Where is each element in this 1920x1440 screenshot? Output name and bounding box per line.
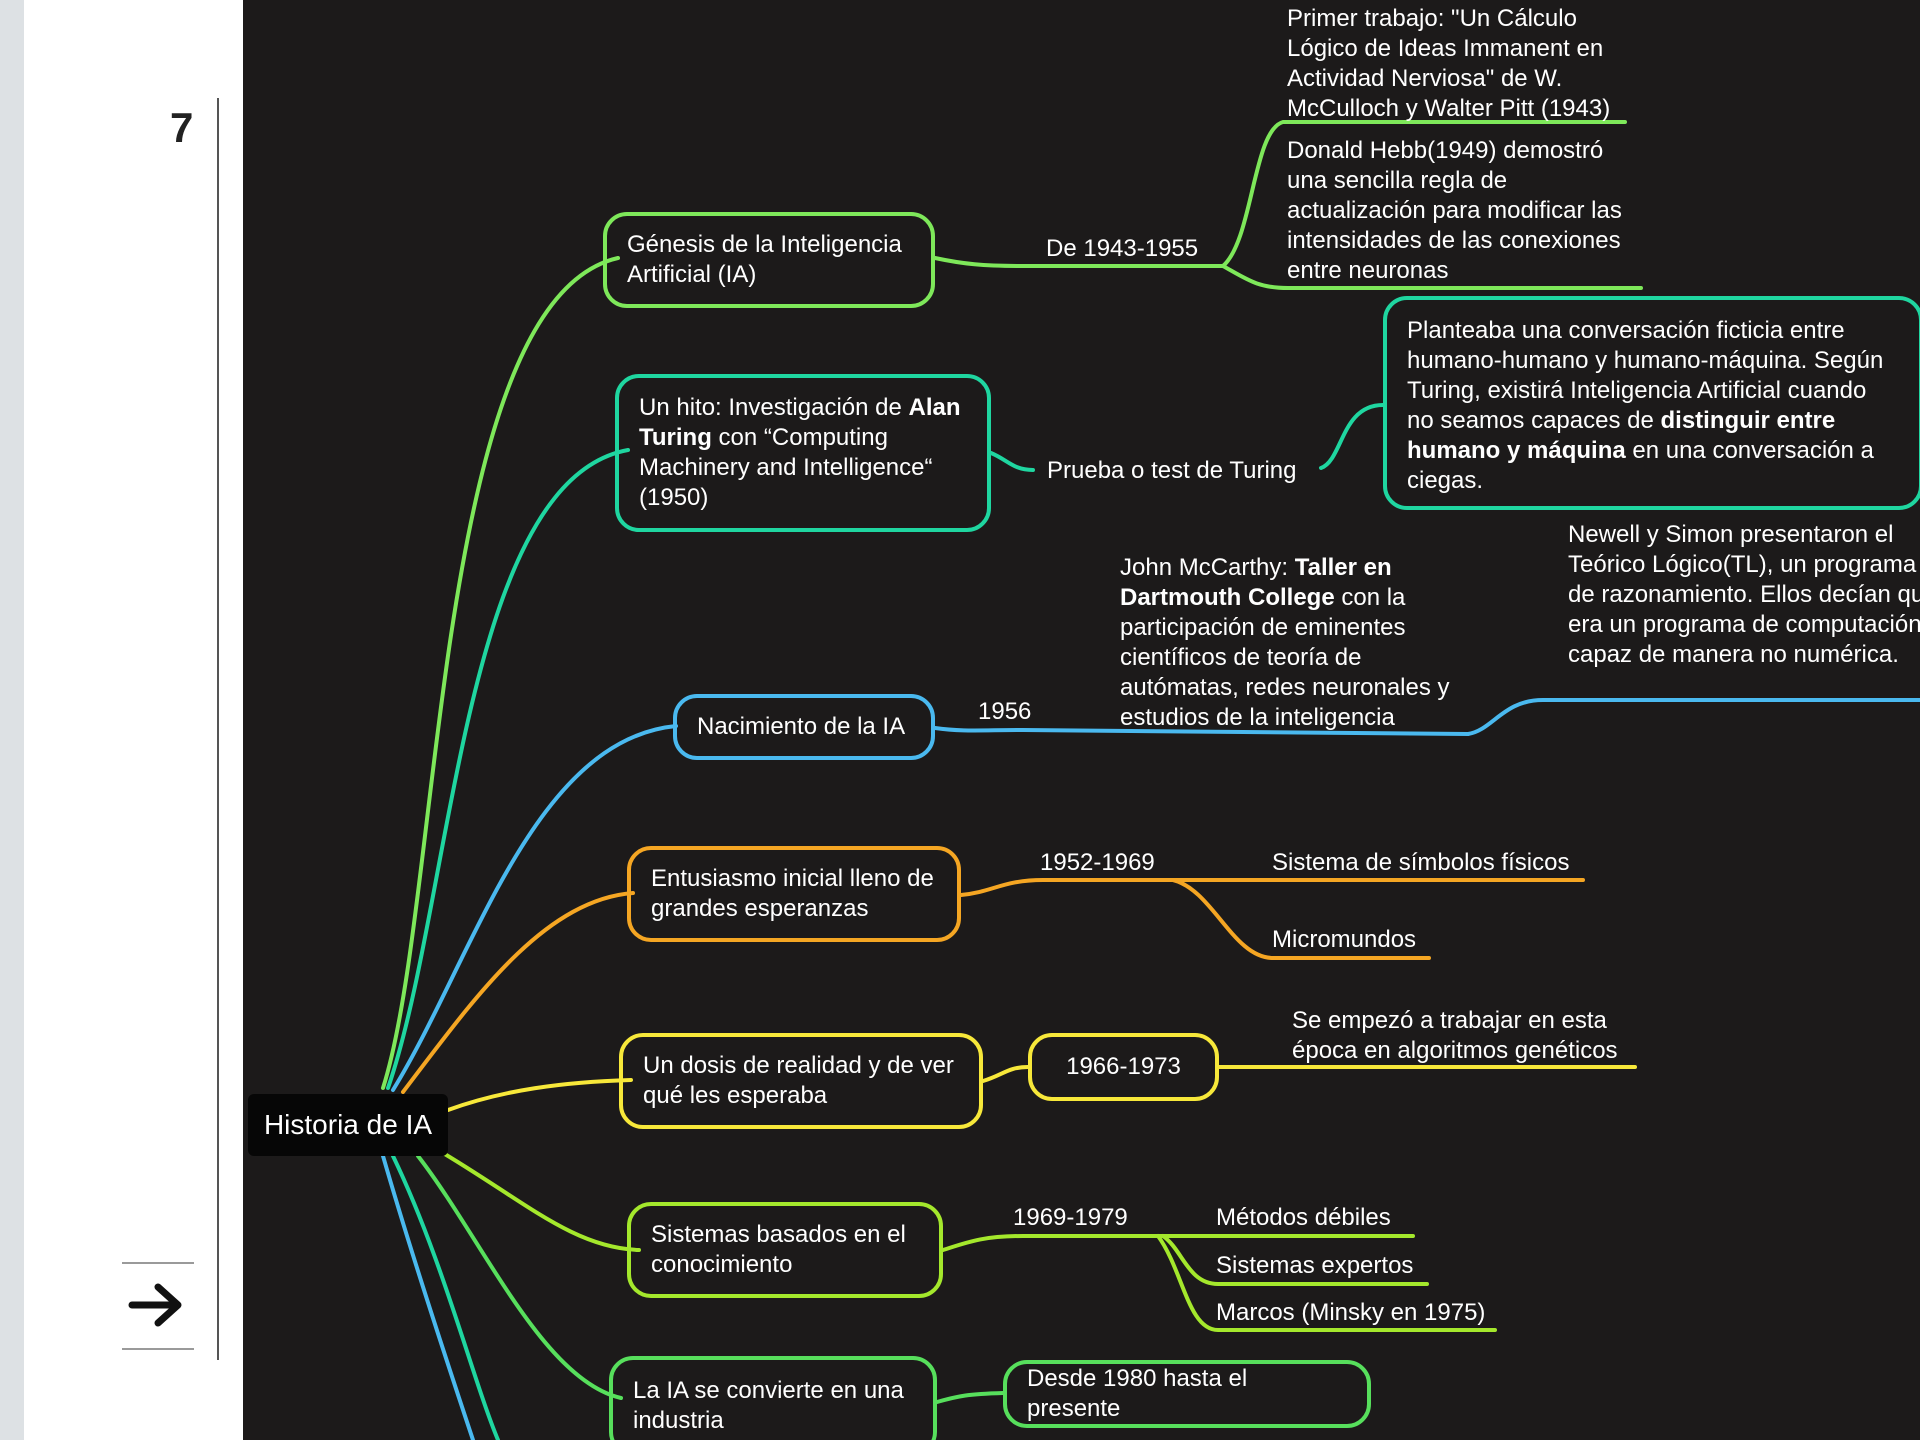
connector-root-entusiasmo (401, 891, 635, 1094)
node-conocimiento[interactable]: Sistemas basados en el conocimiento (627, 1202, 943, 1298)
turing-leaf-text: Planteaba una conversación ficticia entr… (1407, 316, 1899, 496)
turing-label-prefix: Un hito: Investigación de (639, 394, 909, 421)
node-industria-period[interactable]: Desde 1980 hasta el presente (1003, 1360, 1371, 1428)
node-genesis-label: Génesis de la Inteligencia Artificial (I… (627, 231, 902, 288)
node-turing-label: Un hito: Investigación de Alan Turing co… (639, 393, 967, 513)
turing-label-bold2: Turing (639, 424, 712, 451)
node-turing[interactable]: Un hito: Investigación de Alan Turing co… (615, 374, 991, 532)
arrow-right-icon[interactable] (128, 1280, 186, 1330)
nav-divider-top (122, 1262, 194, 1264)
connector-genesis-period (933, 256, 1225, 268)
turing-leaf-bold2: humano y máquina (1407, 437, 1626, 464)
turing-sub: Prueba o test de Turing (1047, 457, 1297, 484)
mind-map-canvas: Historia de IA Génesis de la Inteligenci… (243, 0, 1920, 1440)
turing-label-suffix: con “Computing Machinery and Intelligenc… (639, 424, 933, 511)
genesis-leaf2: Donald Hebb(1949) demostró una sencilla … (1287, 137, 1622, 284)
vertical-divider (217, 98, 219, 1360)
turing-label-bold1: Alan (908, 394, 961, 421)
nacimiento-leaf1-prefix: John McCarthy: (1120, 554, 1295, 581)
industria-period-label: Desde 1980 hasta el presente (1027, 1365, 1248, 1422)
connector-nacimiento-leaf2 (1466, 698, 1920, 736)
connector-realidad-period (981, 1065, 1030, 1083)
connector-root-turing (386, 448, 630, 1090)
node-turing-leaf[interactable]: Planteaba una conversación ficticia entr… (1383, 296, 1920, 510)
root-label: Historia de IA (263, 1109, 433, 1140)
conocimiento-leaf3: Marcos (Minsky en 1975) (1216, 1299, 1486, 1326)
connector-root-extra2 (381, 1154, 475, 1440)
entusiasmo-leaf2: Micromundos (1272, 926, 1417, 953)
slide-page: 7 (24, 0, 1920, 1440)
node-industria-label: La IA se convierte en una industria (633, 1377, 904, 1434)
node-realidad[interactable]: Un dosis de realidad y de ver qué les es… (619, 1033, 983, 1129)
connector-root-realidad (446, 1078, 633, 1112)
conocimiento-period: 1969-1979 (1013, 1204, 1128, 1231)
mind-map-connectors (381, 120, 1920, 1440)
connector-nacimiento-year (933, 726, 1470, 736)
connector-entusiasmo-leaf2 (1171, 878, 1431, 960)
turing-leaf-text1: Planteaba una conversación ficticia entr… (1407, 317, 1884, 434)
connector-turing-sub (989, 451, 1035, 472)
node-conocimiento-label: Sistemas basados en el conocimiento (651, 1221, 906, 1278)
nacimiento-leaf1-suffix: con la participación de eminentes cientí… (1120, 584, 1450, 731)
node-nacimiento-label: Nacimiento de la IA (697, 713, 906, 740)
nav-divider-bottom (122, 1348, 194, 1350)
connector-root-extra1 (391, 1154, 500, 1440)
connector-conocimiento-leaf2 (1161, 1234, 1429, 1286)
connector-root-genesis (381, 256, 620, 1090)
conocimiento-leaf2: Sistemas expertos (1216, 1252, 1414, 1279)
connector-root-nacimiento (391, 724, 678, 1092)
conocimiento-leaf1: Métodos débiles (1216, 1204, 1391, 1231)
genesis-period: De 1943-1955 (1046, 235, 1199, 262)
node-genesis[interactable]: Génesis de la Inteligencia Artificial (I… (603, 212, 935, 308)
turing-leaf-text2: en una conversación a ciegas. (1407, 437, 1874, 494)
nacimiento-leaf1-bold2: Dartmouth College (1120, 584, 1335, 611)
node-nacimiento[interactable]: Nacimiento de la IA (673, 694, 935, 760)
nacimiento-year: 1956 (978, 698, 1032, 725)
node-industria[interactable]: La IA se convierte en una industria (609, 1356, 937, 1440)
node-realidad-label: Un dosis de realidad y de ver qué les es… (643, 1052, 954, 1109)
nacimiento-leaf1: John McCarthy: Taller en Dartmouth Colle… (1120, 553, 1460, 733)
nacimiento-leaf1-bold1: Taller en (1294, 554, 1392, 581)
connector-root-industria (416, 1154, 623, 1400)
page-number: 7 (170, 104, 194, 151)
turing-leaf-bold1: distinguir entre (1660, 407, 1836, 434)
root-node[interactable]: Historia de IA (248, 1094, 448, 1156)
genesis-leaf1: Primer trabajo: "Un Cálculo Lógico de Id… (1287, 5, 1611, 122)
connector-entusiasmo-period (959, 878, 1585, 897)
connector-conocimiento-leaf3 (1156, 1234, 1497, 1332)
connector-conocimiento-period (941, 1234, 1415, 1252)
entusiasmo-period: 1952-1969 (1040, 849, 1155, 876)
connector-genesis-leaf1 (1221, 120, 1627, 268)
connector-root-conocimiento (436, 1148, 641, 1252)
node-realidad-period[interactable]: 1966-1973 (1028, 1033, 1219, 1101)
realidad-period-label: 1966-1973 (1066, 1053, 1181, 1080)
connector-genesis-leaf2 (1221, 264, 1643, 290)
node-entusiasmo-label: Entusiasmo inicial lleno de grandes espe… (651, 865, 934, 922)
nacimiento-leaf2: Newell y Simon presentaron el Teórico Ló… (1568, 521, 1920, 668)
realidad-leaf: Se empezó a trabajar en esta época en al… (1292, 1007, 1618, 1064)
connector-turing-leaf (1319, 403, 1385, 470)
entusiasmo-leaf1: Sistema de símbolos físicos (1272, 849, 1570, 876)
connector-industria-period (935, 1391, 1005, 1404)
node-entusiasmo[interactable]: Entusiasmo inicial lleno de grandes espe… (627, 846, 961, 942)
